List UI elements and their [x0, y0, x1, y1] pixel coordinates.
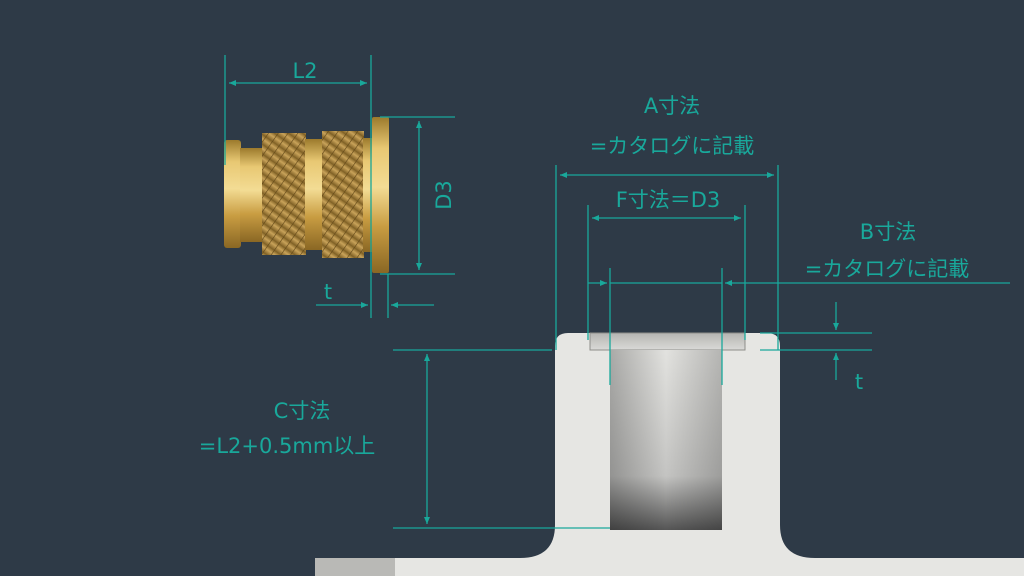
b-note: =カタログに記載 [805, 257, 970, 281]
counterbore-t-dimension: t [760, 302, 872, 394]
boss-cross-section [315, 332, 1024, 576]
d3-dimension: D3 [380, 116, 456, 275]
b-title: B寸法 [860, 220, 916, 244]
a-title: A寸法 [644, 94, 700, 118]
f-label: F寸法＝D3 [616, 188, 721, 212]
brass-insert-illustration [224, 117, 389, 273]
a-note: =カタログに記載 [590, 134, 755, 158]
d3-label: D3 [432, 180, 456, 210]
counterbore-t-label: t [855, 370, 863, 394]
insert-t-dimension: t [316, 274, 434, 318]
b-dimension: B寸法 =カタログに記載 [588, 220, 1010, 385]
a-dimension: A寸法 =カタログに記載 [555, 94, 779, 350]
c-title: C寸法 [274, 399, 331, 423]
f-dimension: F寸法＝D3 [587, 188, 746, 340]
c-dimension: C寸法 =L2+0.5mm以上 [199, 349, 610, 529]
c-note: =L2+0.5mm以上 [199, 434, 376, 458]
l2-dimension: L2 [224, 55, 372, 318]
insert-t-label: t [324, 280, 332, 304]
l2-label: L2 [292, 59, 317, 83]
